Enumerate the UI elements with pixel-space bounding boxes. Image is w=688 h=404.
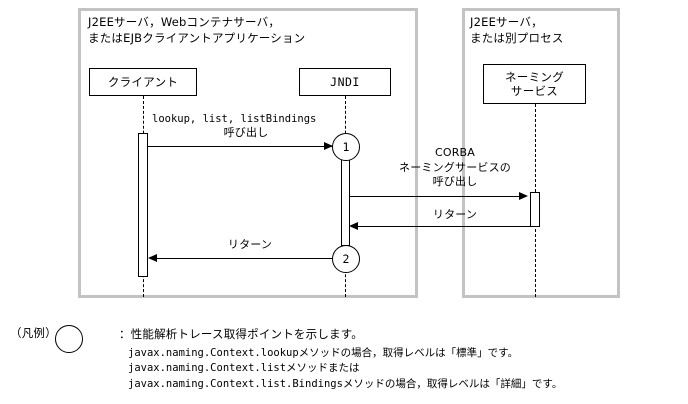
legend-description-line-3: javax.naming.Context.listメソッドまたは	[128, 362, 360, 374]
message-arrowhead-jndi-return	[148, 253, 157, 262]
message-arrowhead-corba-call	[519, 191, 528, 200]
legend-description-line-2: javax.naming.Context.lookupメソッドの場合，取得レベル…	[128, 347, 519, 359]
legend-description-line-4: javax.naming.Context.list.Bindingsメソッドの場…	[128, 378, 563, 390]
legend-title: （凡例）	[10, 326, 57, 340]
participant-naming-service: ネーミング サービス	[483, 64, 586, 104]
container-title-client: J2EEサーバ，Webコンテナサーバ， またはEJBクライアントアプリケーション	[88, 15, 306, 45]
activation-bar-client	[138, 133, 148, 277]
message-line-lookup-call	[147, 146, 333, 147]
message-line-jndi-return	[157, 258, 337, 259]
message-arrowhead-corba-return	[349, 221, 358, 230]
legend-description-line-1: ：性能解析トレース取得ポイントを示します。	[119, 327, 363, 341]
participant-jndi: JNDI	[299, 68, 391, 96]
message-line-corba-return	[358, 226, 530, 227]
trace-point-1: 1	[332, 133, 360, 161]
legend-circle-icon	[55, 325, 83, 353]
message-label-corba-call: CORBA ネーミングサービスの 呼び出し	[399, 146, 511, 188]
activation-bar-naming-service	[530, 192, 540, 227]
message-arrowhead-lookup-call	[324, 141, 333, 150]
message-label-lookup-call-mono: lookup, list, listBindings	[152, 113, 317, 125]
message-label-jndi-return: リターン	[227, 238, 273, 251]
participant-client: クライアント	[89, 68, 197, 96]
container-box-client	[78, 8, 418, 298]
message-line-corba-call	[349, 196, 521, 197]
container-box-naming	[462, 8, 620, 298]
container-title-naming: J2EEサーバ， または別プロセス	[470, 15, 564, 45]
message-label-lookup-call-jp: 呼び出し	[223, 126, 269, 139]
trace-point-2: 2	[332, 245, 360, 273]
message-label-corba-return: リターン	[432, 208, 478, 221]
